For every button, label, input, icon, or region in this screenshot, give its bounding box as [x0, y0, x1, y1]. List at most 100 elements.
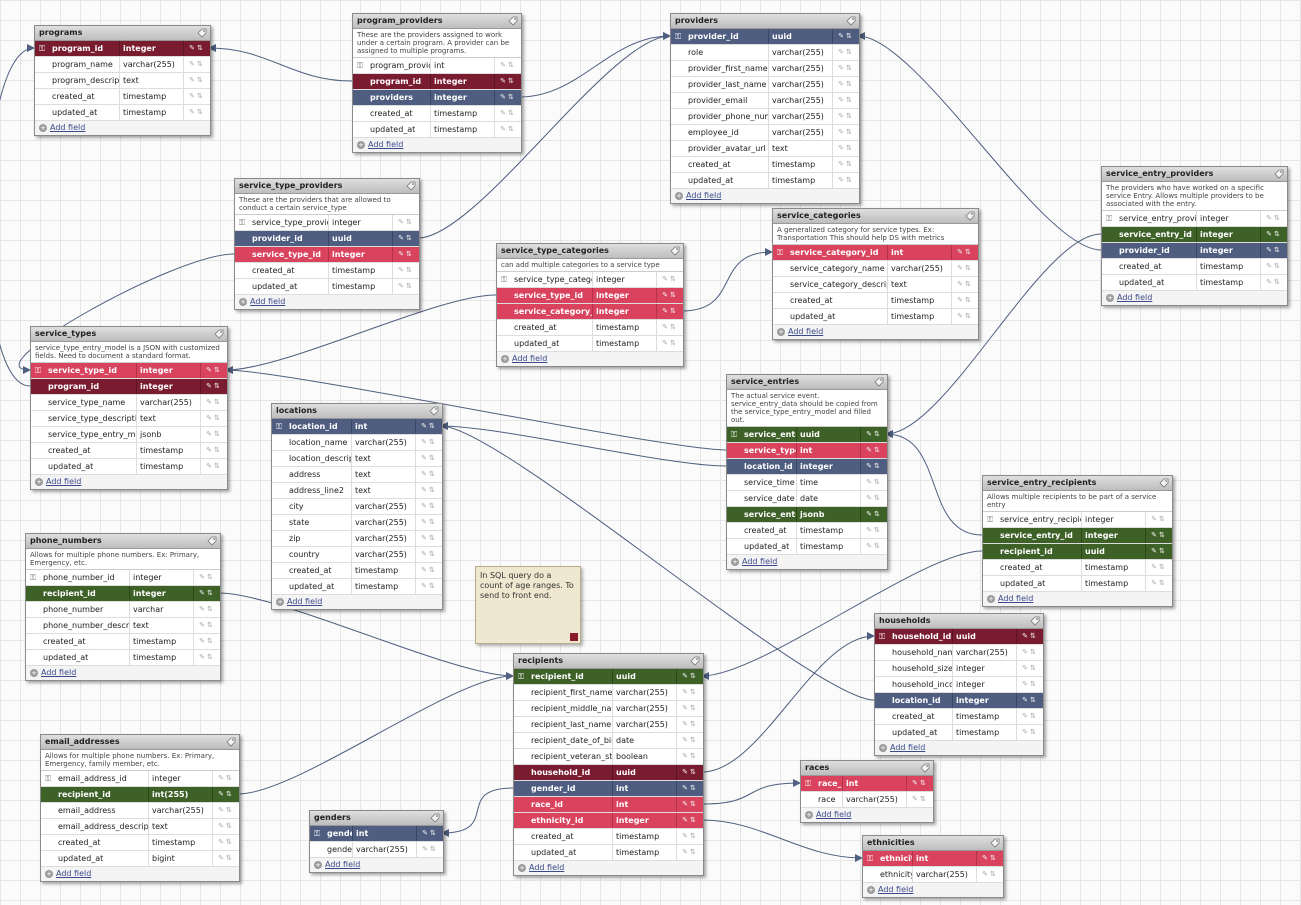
edit-icon[interactable]: ✎	[218, 790, 226, 798]
add-field-link[interactable]: +Add field	[26, 666, 220, 680]
field-actions[interactable]: ✎⇅	[677, 733, 703, 748]
edit-icon[interactable]: ✎	[866, 526, 874, 534]
field-actions[interactable]: ✎⇅	[417, 842, 443, 857]
edit-icon[interactable]: ✎	[866, 510, 874, 518]
field-row[interactable]: recipient_date_of_birthdate✎⇅	[514, 733, 703, 749]
field-actions[interactable]: ✎⇅	[833, 77, 859, 92]
field-actions[interactable]: ✎⇅	[213, 771, 239, 786]
reorder-icon[interactable]: ⇅	[846, 64, 854, 72]
field-actions[interactable]: ✎⇅	[657, 320, 683, 335]
field-actions[interactable]: ✎⇅	[833, 109, 859, 124]
reorder-icon[interactable]: ⇅	[214, 430, 222, 438]
tag-icon[interactable]	[226, 737, 236, 747]
reorder-icon[interactable]: ⇅	[214, 462, 222, 470]
field-actions[interactable]: ✎⇅	[1146, 544, 1172, 559]
field-actions[interactable]: ✎⇅	[416, 531, 442, 546]
field-actions[interactable]: ✎⇅	[861, 491, 887, 506]
field-row[interactable]: service_type_descriptiontext✎⇅	[31, 411, 227, 427]
tag-icon[interactable]	[430, 813, 440, 823]
reorder-icon[interactable]: ⇅	[874, 542, 882, 550]
field-actions[interactable]: ✎⇅	[952, 293, 978, 308]
field-actions[interactable]: ✎⇅	[1146, 560, 1172, 575]
add-field-link[interactable]: +Add field	[773, 325, 978, 339]
edit-icon[interactable]: ✎	[682, 672, 690, 680]
reorder-icon[interactable]: ⇅	[846, 80, 854, 88]
field-row[interactable]: service_type_entry_modeljsonb✎⇅	[31, 427, 227, 443]
field-actions[interactable]: ✎⇅	[416, 483, 442, 498]
field-actions[interactable]: ✎⇅	[657, 288, 683, 303]
edit-icon[interactable]: ✎	[838, 32, 846, 40]
field-actions[interactable]: ✎⇅	[1261, 243, 1287, 258]
field-actions[interactable]: ✎⇅	[393, 263, 419, 278]
add-field-link[interactable]: +Add field	[31, 475, 227, 489]
reorder-icon[interactable]: ⇅	[429, 454, 437, 462]
table-header[interactable]: phone_numbers	[26, 534, 220, 549]
field-actions[interactable]: ✎⇅	[677, 781, 703, 796]
edit-icon[interactable]: ✎	[662, 275, 670, 283]
edit-icon[interactable]: ✎	[500, 125, 508, 133]
reorder-icon[interactable]: ⇅	[429, 470, 437, 478]
field-row[interactable]: email_address_descriptiontext✎⇅	[41, 819, 239, 835]
edit-icon[interactable]: ✎	[682, 720, 690, 728]
tag-icon[interactable]	[508, 16, 518, 26]
reorder-icon[interactable]: ⇅	[670, 307, 678, 315]
table-header[interactable]: ethnicities	[863, 836, 1003, 851]
edit-icon[interactable]: ✎	[189, 108, 197, 116]
reorder-icon[interactable]: ⇅	[846, 48, 854, 56]
reorder-icon[interactable]: ⇅	[846, 176, 854, 184]
edit-icon[interactable]: ✎	[421, 486, 429, 494]
field-row[interactable]: program_descriptiontext✎⇅	[35, 73, 210, 89]
edit-icon[interactable]: ✎	[866, 494, 874, 502]
field-actions[interactable]: ✎⇅	[657, 304, 683, 319]
field-row[interactable]: household_incomeinteger✎⇅	[875, 677, 1043, 693]
field-actions[interactable]: ✎⇅	[393, 279, 419, 294]
field-actions[interactable]: ✎⇅	[416, 467, 442, 482]
edit-icon[interactable]: ✎	[218, 822, 226, 830]
table-header[interactable]: email_addresses	[41, 735, 239, 750]
edit-icon[interactable]: ✎	[1022, 680, 1030, 688]
edit-icon[interactable]: ✎	[682, 688, 690, 696]
reorder-icon[interactable]: ⇅	[429, 534, 437, 542]
edit-icon[interactable]: ✎	[1151, 579, 1159, 587]
edit-icon[interactable]: ✎	[682, 784, 690, 792]
field-actions[interactable]: ✎⇅	[201, 395, 227, 410]
edit-icon[interactable]: ✎	[682, 768, 690, 776]
reorder-icon[interactable]: ⇅	[670, 291, 678, 299]
reorder-icon[interactable]: ⇅	[1159, 547, 1167, 555]
edit-icon[interactable]: ✎	[866, 462, 874, 470]
edit-icon[interactable]: ✎	[199, 589, 207, 597]
field-actions[interactable]: ✎⇅	[213, 803, 239, 818]
reorder-icon[interactable]: ⇅	[406, 234, 414, 242]
reorder-icon[interactable]: ⇅	[207, 589, 215, 597]
field-actions[interactable]: ✎⇅	[201, 363, 227, 378]
edit-icon[interactable]: ✎	[1151, 563, 1159, 571]
tag-icon[interactable]	[670, 246, 680, 256]
table-genders[interactable]: genders⚿gender_idint✎⇅gendervarchar(255)…	[309, 810, 444, 873]
field-actions[interactable]: ✎⇅	[201, 427, 227, 442]
field-actions[interactable]: ✎⇅	[861, 523, 887, 538]
reorder-icon[interactable]: ⇅	[406, 218, 414, 226]
